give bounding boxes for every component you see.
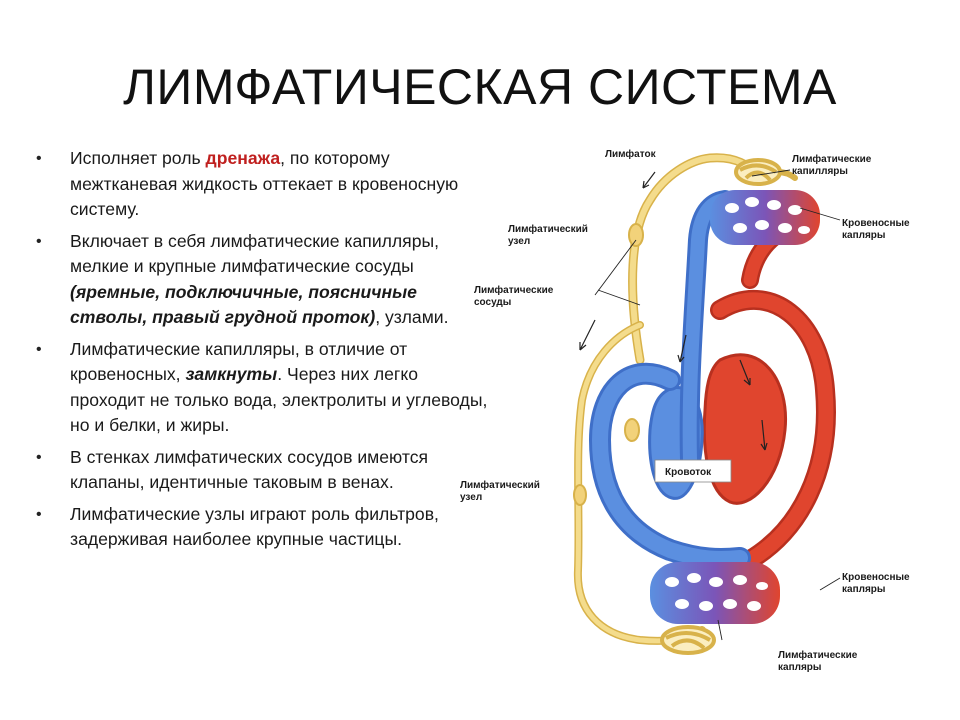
label-lymph-flow: Лимфаток: [605, 148, 657, 160]
bullet-dot: •: [36, 505, 42, 523]
label-blood-capillaries-bottom-1: Кровеносные: [842, 572, 910, 583]
label-lymph-vessels-1: Лимфатические: [474, 284, 554, 296]
emphasis-trunks: (яремные, подключичные, поясничные ствол…: [70, 281, 417, 328]
lymph-capillary-bottom: [660, 625, 716, 655]
lymph-node-middle: [624, 418, 640, 442]
arrow-lymph-left: [579, 319, 596, 351]
label-lymph-node-bottom-2: узел: [460, 492, 482, 503]
label-lymph-capillaries-bottom-2: капляры: [778, 662, 821, 673]
blood-capillary-bottom: [650, 562, 780, 624]
bullet-item-1: •Исполняет роль дренажа, по которому меж…: [36, 148, 459, 219]
label-pointers: [594, 169, 841, 641]
lymph-node-top: [628, 223, 644, 247]
bullet-item-3: •Лимфатические капилляры, в отличие от к…: [36, 338, 488, 436]
lymph-capillary-top: [734, 158, 782, 186]
arrow-lymph-flow: [642, 171, 656, 189]
slide-title: ЛИМФАТИЧЕСКАЯ СИСТЕМА: [123, 59, 837, 115]
label-blood-capillaries-bottom-2: капляры: [842, 584, 885, 595]
lymph-vessels: [573, 153, 798, 645]
lymph-node-bottom: [573, 484, 587, 506]
arrow-heart-3: [761, 419, 766, 451]
flow-arrows: [579, 171, 768, 451]
label-lymph-capillaries-top-2: капилляры: [792, 166, 848, 177]
venous-vessels: [588, 190, 751, 571]
bullet-list: •Исполняет роль дренажа, по которому меж…: [36, 146, 496, 559]
bullet-dot: •: [36, 340, 42, 358]
lymphatic-diagram: Лимфаток Лимфатические капилляры Лимфати…: [460, 148, 910, 673]
blood-flow-box: [654, 459, 732, 483]
highlight-drainage: дренажа: [205, 148, 281, 168]
bullet-item-5: •Лимфатические узлы играют роль фильтров…: [36, 503, 439, 550]
bullet-dot: •: [36, 448, 42, 466]
arrow-heart-2: [739, 359, 751, 386]
label-lymph-vessels-2: сосуды: [474, 297, 511, 308]
bullet-item-4: •В стенках лимфатических сосудов имеются…: [36, 446, 429, 493]
bullet-dot: •: [36, 150, 42, 167]
blood-capillary-top: [710, 190, 820, 245]
label-lymph-node-top-1: Лимфатический: [508, 223, 588, 235]
label-lymph-node-bottom-1: Лимфатический: [460, 479, 540, 491]
arrow-heart-1: [679, 334, 687, 363]
label-blood-capillaries-top-1: Кровеносные: [842, 218, 910, 229]
label-lymph-capillaries-bottom-1: Лимфатические: [778, 649, 858, 661]
bullet-dot: •: [36, 232, 42, 250]
label-blood-flow: Кровоток: [665, 467, 712, 478]
label-blood-capillaries-top-2: капляры: [842, 230, 885, 241]
bullet-item-2: • Включает в себя лимфатические капилляр…: [36, 230, 449, 328]
label-lymph-capillaries-top-1: Лимфатические: [792, 153, 872, 165]
label-lymph-node-top-2: узел: [508, 236, 530, 247]
emphasis-closed: замкнуты: [185, 364, 278, 384]
